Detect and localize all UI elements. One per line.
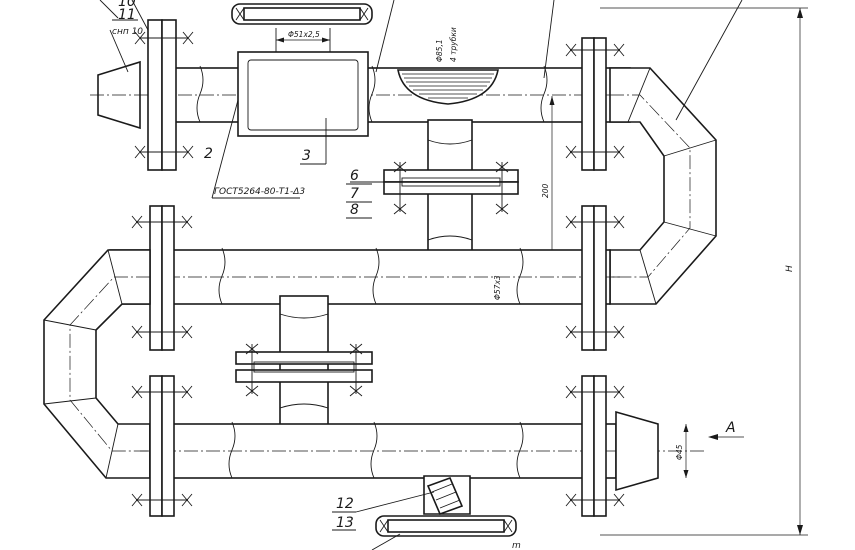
label-item-10: 10 xyxy=(118,0,136,10)
label-item-13: 13 xyxy=(336,515,354,531)
label-item-2: 2 xyxy=(204,146,213,162)
view-arrow xyxy=(708,434,744,440)
saddle-hatch xyxy=(397,69,499,105)
label-snip: снп 10 xyxy=(112,27,143,37)
label-item-8: 8 xyxy=(350,202,359,218)
height-dimension xyxy=(600,7,808,536)
dim-45 xyxy=(683,424,689,478)
flange-top-left xyxy=(134,19,194,171)
right-bend xyxy=(609,67,717,305)
bottom-clamp xyxy=(375,515,517,537)
middle-pipe xyxy=(100,247,620,305)
housing-3 xyxy=(237,28,369,137)
dim-51-label: Φ51x2,5 xyxy=(288,30,320,39)
leader-lines xyxy=(99,0,743,550)
label-gost: ГОСТ5264-80-Т1-Δ3 xyxy=(214,187,305,197)
outlet-reducer xyxy=(615,410,659,492)
branch-upper xyxy=(383,119,519,257)
left-bend xyxy=(43,249,151,479)
view-arrow-label: A xyxy=(725,420,736,436)
label-item-11: 11 xyxy=(118,7,136,23)
dim-45-label: Φ45 xyxy=(675,444,684,460)
label-item-3: 3 xyxy=(302,148,311,164)
label-item-7: 7 xyxy=(350,186,359,202)
flange-bottom-left xyxy=(131,375,193,517)
label-item-12: 12 xyxy=(336,496,354,512)
label-bottom-tag: m xyxy=(512,541,521,550)
branch-lower xyxy=(235,295,373,427)
label-item-6: 6 xyxy=(350,168,359,184)
dim-51 xyxy=(276,37,330,43)
top-clamp xyxy=(231,3,373,25)
dim-200-label: 200 xyxy=(541,183,550,198)
pipes-4-label: 4 трубки xyxy=(449,27,458,62)
flange-bottom-right xyxy=(565,375,625,517)
fitting-12 xyxy=(423,475,471,516)
flange-top-right xyxy=(565,37,625,171)
flange-mid-left xyxy=(131,205,193,351)
dim-57-label: Φ57x3 xyxy=(493,275,502,300)
dim-85-label: Φ85,1 xyxy=(435,39,444,62)
bottom-pipe xyxy=(140,410,706,492)
height-dimension-label: H xyxy=(785,265,795,272)
flange-mid-right xyxy=(565,205,625,351)
